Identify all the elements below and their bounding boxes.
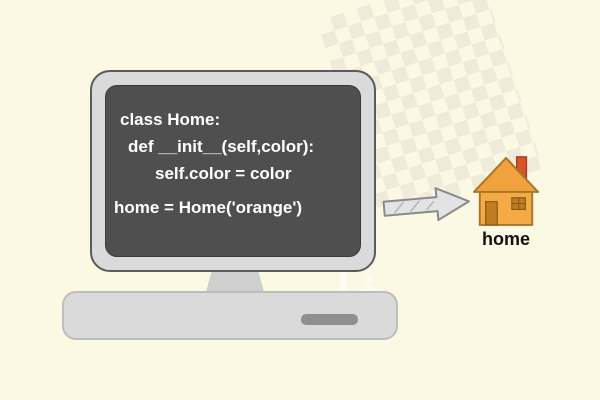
code-line-class: class Home: (120, 110, 221, 129)
base-slot (301, 314, 358, 325)
house-label: home (481, 229, 530, 249)
monitor-screen: class Home: def __init__(self,color): se… (105, 85, 361, 257)
computer-base (62, 291, 398, 340)
code-line-assign: self.color = color (155, 164, 292, 183)
computer-monitor: class Home: def __init__(self,color): se… (90, 70, 376, 272)
code-line-init: def __init__(self,color): (128, 137, 315, 156)
code-line-instance: home = Home('orange') (114, 198, 303, 217)
house-icon (472, 156, 540, 226)
right-arrow-icon (382, 187, 470, 222)
